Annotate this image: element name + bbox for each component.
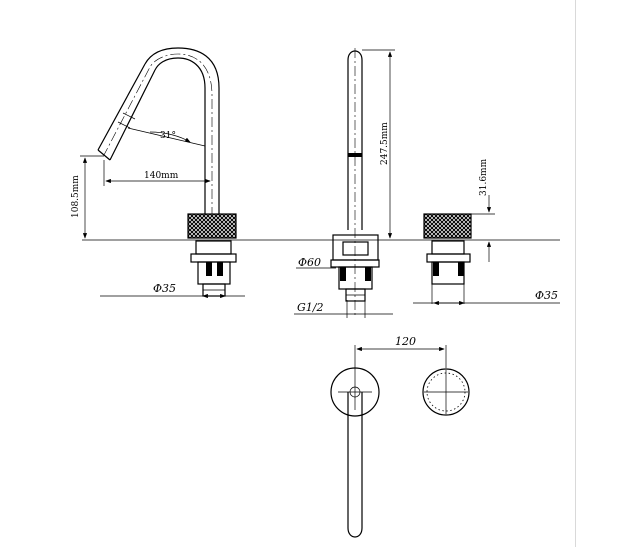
spout-height-dimension: 108.5mm — [71, 155, 104, 239]
angle-dimension: 31° — [127, 127, 206, 147]
total-height-label: 247.5mm — [380, 122, 390, 165]
page-border — [575, 0, 576, 547]
left-diameter-label: Φ35 — [153, 282, 176, 295]
front-view-spout — [330, 48, 380, 318]
top-view-handle — [422, 368, 470, 416]
spacing-dimension: 120 — [356, 335, 447, 368]
angle-label: 31° — [160, 131, 176, 141]
reach-dimension: 140mm — [103, 160, 211, 186]
right-handle-side — [423, 213, 472, 304]
right-diameter-label: Φ35 — [535, 289, 558, 302]
right-diameter-dimension: Φ35 — [413, 289, 560, 306]
spacing-label: 120 — [395, 335, 416, 348]
spout-height-label: 108.5mm — [71, 175, 81, 218]
thread-dimension: G1/2 — [294, 300, 393, 318]
reach-label: 140mm — [144, 171, 179, 181]
base-diameter-label: Φ60 — [298, 256, 321, 269]
left-diameter-dimension: Φ35 — [100, 282, 245, 299]
handle-height-label: 31.6mm — [479, 158, 489, 196]
base-diameter-dimension: Φ60 — [296, 256, 336, 269]
total-height-dimension: 247.5mm — [362, 49, 395, 239]
side-view-spout — [97, 47, 237, 297]
thread-label: G1/2 — [297, 301, 324, 314]
handle-height-dimension: 31.6mm — [471, 158, 495, 262]
top-view-spout — [330, 345, 380, 538]
